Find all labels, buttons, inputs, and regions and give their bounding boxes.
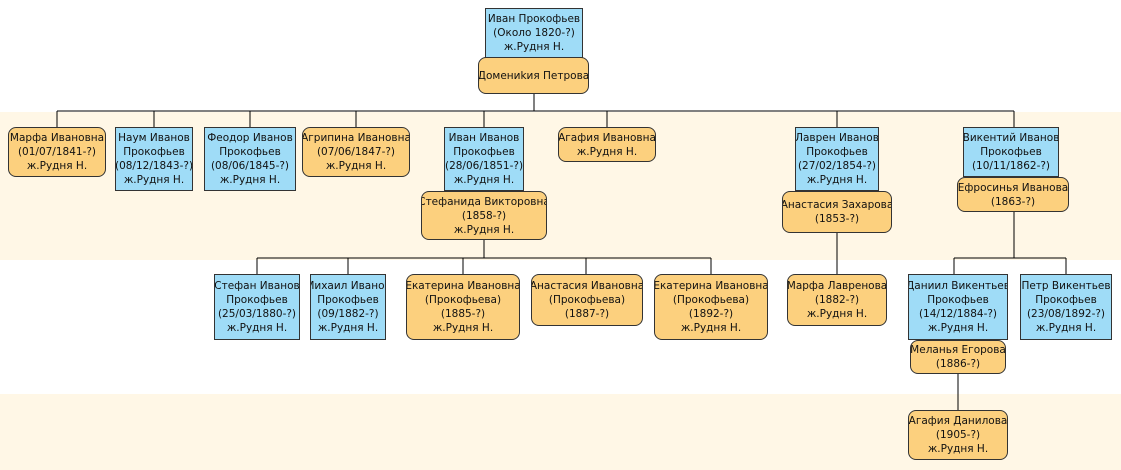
person-line: Петр Викентьев [1021, 280, 1111, 292]
person-line: Прокофьев [123, 146, 185, 158]
person-agripina-ivanovna[interactable]: Агрипина Ивановна (07/06/1847-?) ж.Рудня Н… [302, 127, 410, 177]
person-line: Екатерина Ивановна [406, 280, 520, 292]
person-line: ж.Рудня Н. [806, 308, 868, 320]
person-line: ж.Рудня Н. [1035, 322, 1097, 334]
person-line: Марфа Ивановна [9, 132, 105, 144]
person-line: Прокофьев [980, 146, 1042, 158]
person-line: (1892-?) [688, 308, 734, 320]
person-line: (1886-?) [935, 358, 981, 370]
person-line: ж.Рудня Н. [226, 322, 288, 334]
person-line: Иван Прокофьев [487, 13, 581, 25]
person-line: Стефан Иванов [214, 280, 300, 292]
person-anastasiya-ivanovna[interactable]: Анастасия Ивановна (Прокофьева) (1887-?) [531, 274, 643, 326]
person-line: (23/08/1892-?) [1026, 308, 1106, 320]
person-line: Иван Иванов [448, 132, 520, 144]
person-line: ж.Рудня Н. [927, 443, 989, 455]
person-line: Прокофьев [219, 146, 281, 158]
person-line: Прокофьев [927, 294, 989, 306]
person-line: Агрипина Ивановна [302, 132, 410, 144]
person-line: (Прокофьева) [672, 294, 750, 306]
person-line: Стефанида Викторовна [421, 195, 547, 208]
person-line: Меланья Егорова [910, 344, 1006, 356]
person-line: (08/06/1845-?) [210, 160, 290, 172]
person-ivan-prokofiev[interactable]: Иван Прокофьев (Около 1820-?) ж.Рудня Н. [485, 8, 583, 58]
person-line: ж.Рудня Н. [680, 322, 742, 334]
person-line: Наум Иванов [118, 132, 190, 144]
person-agafiya-danilova[interactable]: Агафия Данилова (1905-?) ж.Рудня Н. [908, 410, 1008, 460]
spouse-anastasiya-zakharova[interactable]: Анастасия Захарова (1853-?) [782, 191, 892, 233]
person-line: Екатерина Ивановна [654, 280, 768, 292]
person-ekaterina-ivanovna-1892[interactable]: Екатерина Ивановна (Прокофьева) (1892-?) ж.… [654, 274, 768, 340]
person-line: Даниил Викентьев [908, 280, 1008, 292]
person-line: (08/12/1843-?) [115, 160, 193, 172]
person-line: ж.Рудня Н. [26, 160, 88, 172]
person-line: ж.Рудня Н. [325, 160, 387, 172]
person-line: ж.Рудня Н. [453, 174, 515, 186]
person-line: (27/02/1854-?) [797, 160, 877, 172]
person-line: (Прокофьева) [548, 294, 626, 306]
person-line: ж.Рудня Н. [317, 322, 379, 334]
person-line: (09/1882-?) [317, 308, 379, 320]
person-line: ж.Рудня Н. [806, 174, 868, 186]
person-line: Агафия Ивановна [558, 131, 656, 144]
person-line: Феодор Иванов [207, 132, 293, 144]
person-line: (1858-?) [461, 209, 507, 222]
person-line: (10/11/1862-?) [971, 160, 1051, 172]
person-ekaterina-ivanovna-1885[interactable]: Екатерина Ивановна (Прокофьева) (1885-?) ж.… [406, 274, 520, 340]
person-line: Ефросинья Иванова [957, 181, 1069, 194]
person-line: (Около 1820-?) [493, 27, 575, 39]
person-line: Анастасия Ивановна [531, 280, 643, 292]
person-line: (1853-?) [814, 213, 860, 225]
spouse-domenikiya-petrova[interactable]: Домениkия Петрова [478, 57, 589, 94]
person-line: Лаврен Иванов [795, 132, 879, 144]
person-line: ж.Рудня Н. [503, 41, 565, 53]
person-line: ж.Рудня Н. [219, 174, 281, 186]
person-line: (07/06/1847-?) [316, 146, 396, 158]
person-line: Прокофьев [453, 146, 515, 158]
person-line: Прокофьев [1035, 294, 1097, 306]
person-line: (28/06/1851-?) [444, 160, 524, 172]
person-line: (1863-?) [990, 195, 1036, 208]
person-line: Прокофьев [317, 294, 379, 306]
person-line: Прокофьев [226, 294, 288, 306]
spouse-melanya-egorova[interactable]: Меланья Егорова (1886-?) [910, 340, 1006, 374]
person-line: (Прокофьева) [424, 294, 502, 306]
person-line: ж.Рудня Н. [123, 174, 185, 186]
person-line: Домениkия Петрова [478, 69, 589, 82]
person-line: (14/12/1884-?) [918, 308, 998, 320]
spouse-efrosinya-ivanova[interactable]: Ефросинья Иванова(1863-?) [957, 177, 1069, 212]
spouse-stefanida-viktorovna[interactable]: Стефанида Викторовна(1858-?)ж.Рудня Н. [421, 191, 547, 240]
person-line: ж.Рудня Н. [453, 223, 515, 236]
person-line: Михаил Иванов [311, 280, 385, 292]
person-line: Марфа Лавренова [787, 280, 887, 292]
person-line: ж.Рудня Н. [576, 145, 638, 158]
person-line: (01/07/1841-?) [17, 146, 97, 158]
person-line: ж.Рудня Н. [432, 322, 494, 334]
person-line: Агафия Данилова [908, 415, 1008, 427]
person-line: (25/03/1880-?) [217, 308, 297, 320]
person-line: (1882-?) [814, 294, 860, 306]
person-line: Прокофьев [806, 146, 868, 158]
person-marfa-ivanovna[interactable]: Марфа Ивановна (01/07/1841-?) ж.Рудня Н. [8, 127, 106, 177]
person-line: Анастасия Захарова [782, 199, 892, 211]
person-line: (1885-?) [440, 308, 486, 320]
person-line: ж.Рудня Н. [927, 322, 989, 334]
person-line: (1905-?) [935, 429, 981, 441]
person-marfa-lavrenova[interactable]: Марфа Лавренова (1882-?) ж.Рудня Н. [787, 274, 887, 326]
person-line: (1887-?) [564, 308, 610, 320]
person-line: Викентий Иванов [963, 132, 1059, 144]
